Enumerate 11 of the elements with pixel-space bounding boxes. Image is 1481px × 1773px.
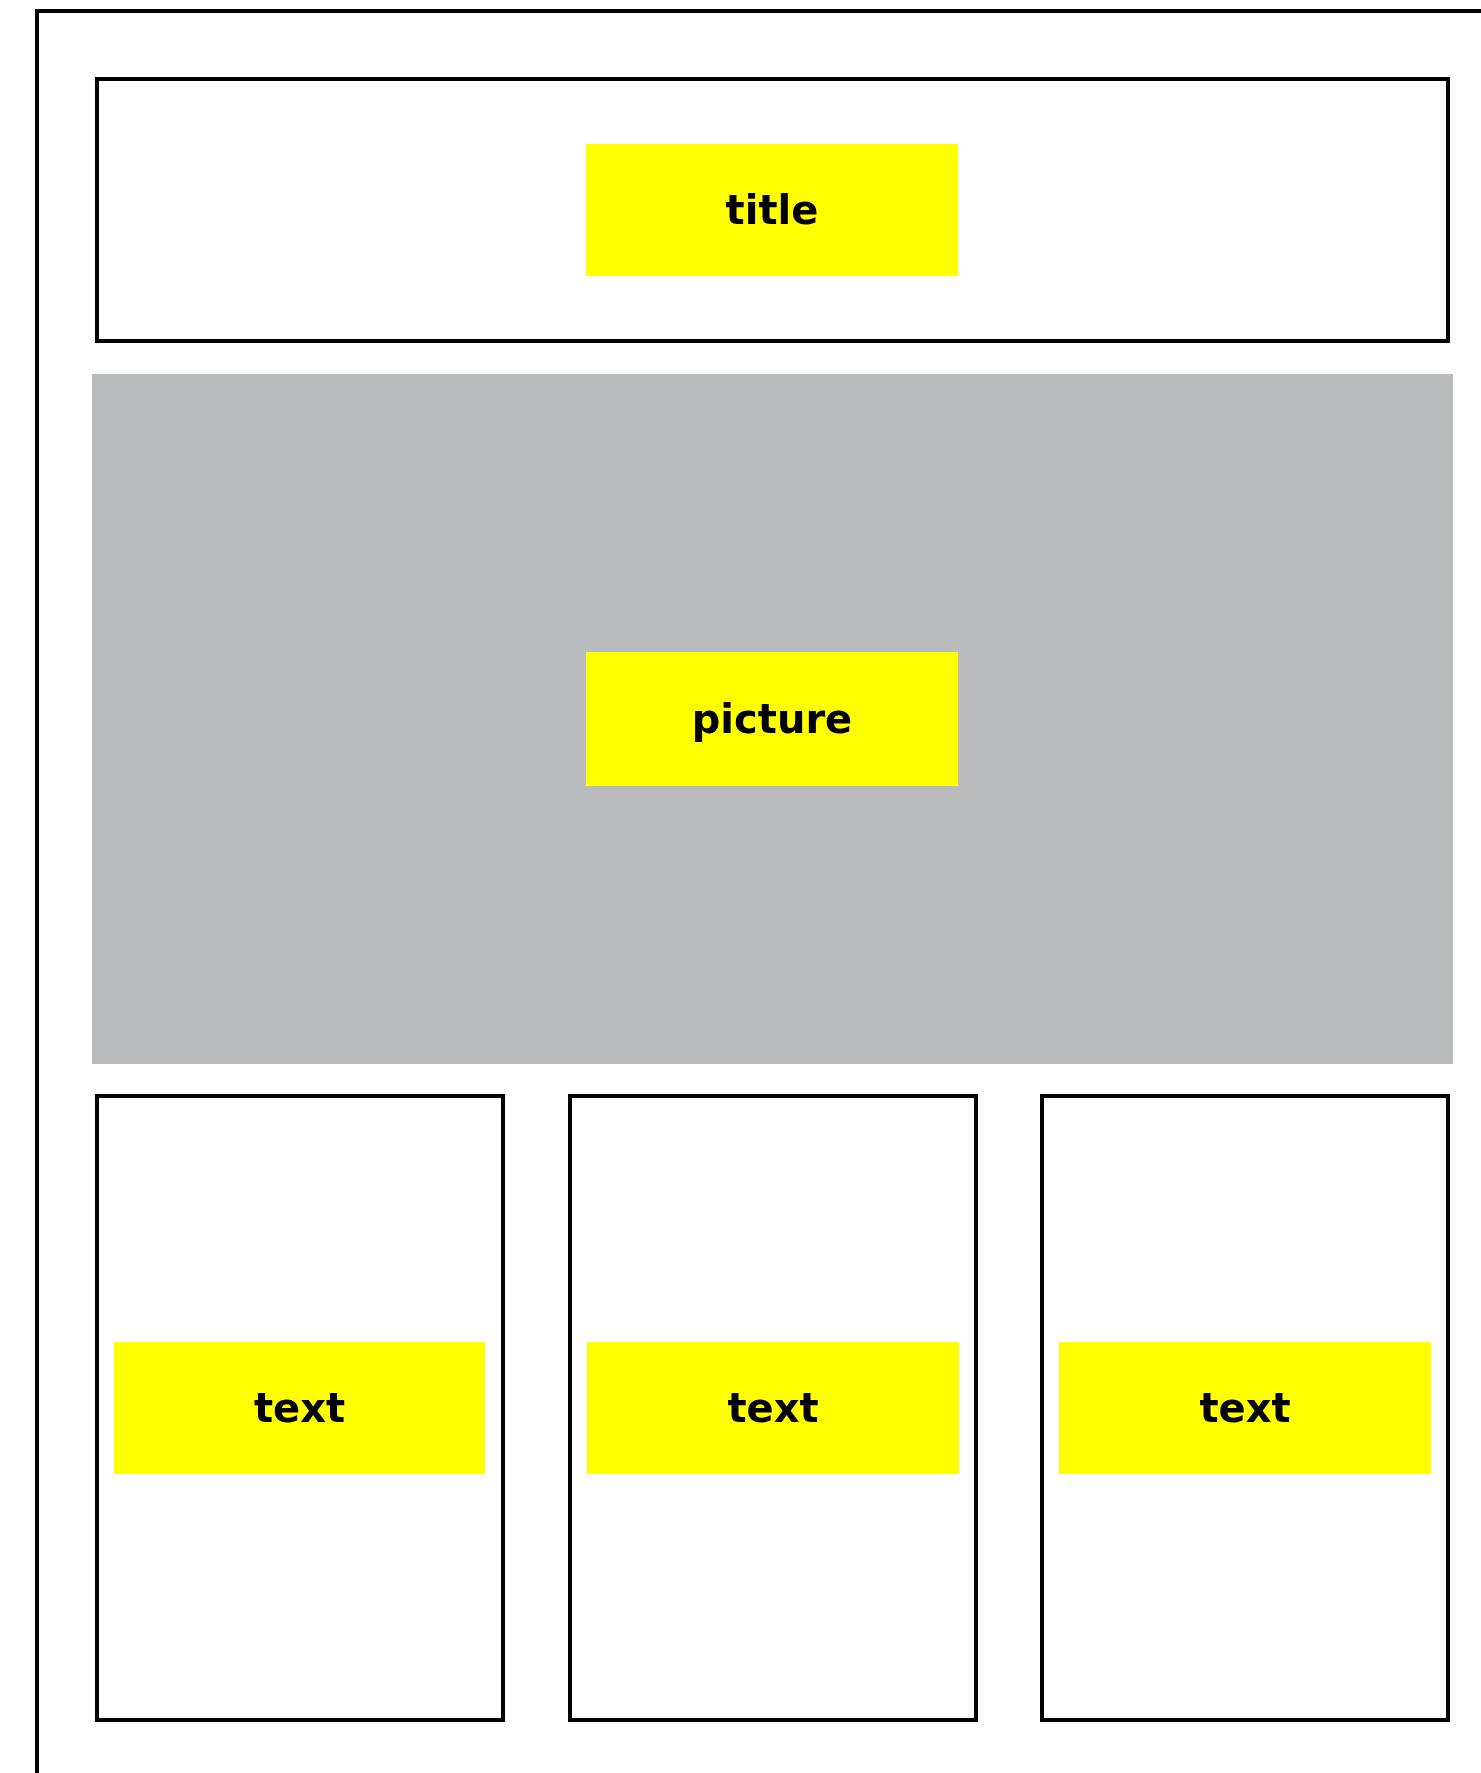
text-label: text [114,1342,485,1474]
text-panel [95,1094,505,1722]
title-label: title [586,144,958,276]
page-frame [35,9,1481,1773]
text-panel [1040,1094,1450,1722]
text-panel [568,1094,978,1722]
picture-label: picture [586,652,958,786]
text-label: text [1059,1342,1431,1474]
text-label: text [587,1342,959,1474]
title-panel [95,77,1450,343]
picture-area [92,374,1453,1064]
